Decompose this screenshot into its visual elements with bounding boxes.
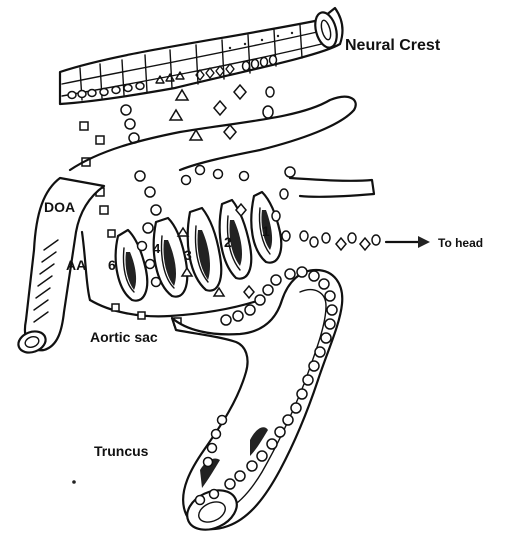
right-arrow-icon: [386, 236, 430, 248]
aortic-sac-label: Aortic sac: [90, 329, 158, 345]
stray-dot: [72, 480, 76, 484]
arch-2-label: 2: [224, 234, 232, 250]
cells-to-head: [300, 231, 380, 250]
neural-crest-label: Neural Crest: [345, 37, 441, 54]
arch-1-label: 1: [262, 223, 270, 239]
doa-label: DOA: [44, 199, 75, 215]
arch-3-label: 3: [184, 247, 192, 263]
to-head-label: To head: [438, 236, 483, 250]
migrating-cells: [80, 85, 274, 214]
arch-4-label: 4: [153, 241, 161, 256]
truncus-label: Truncus: [94, 443, 149, 459]
aa-label: AA: [66, 257, 86, 273]
arch-6-label: 6: [108, 257, 116, 273]
neural-tube: [60, 8, 342, 104]
